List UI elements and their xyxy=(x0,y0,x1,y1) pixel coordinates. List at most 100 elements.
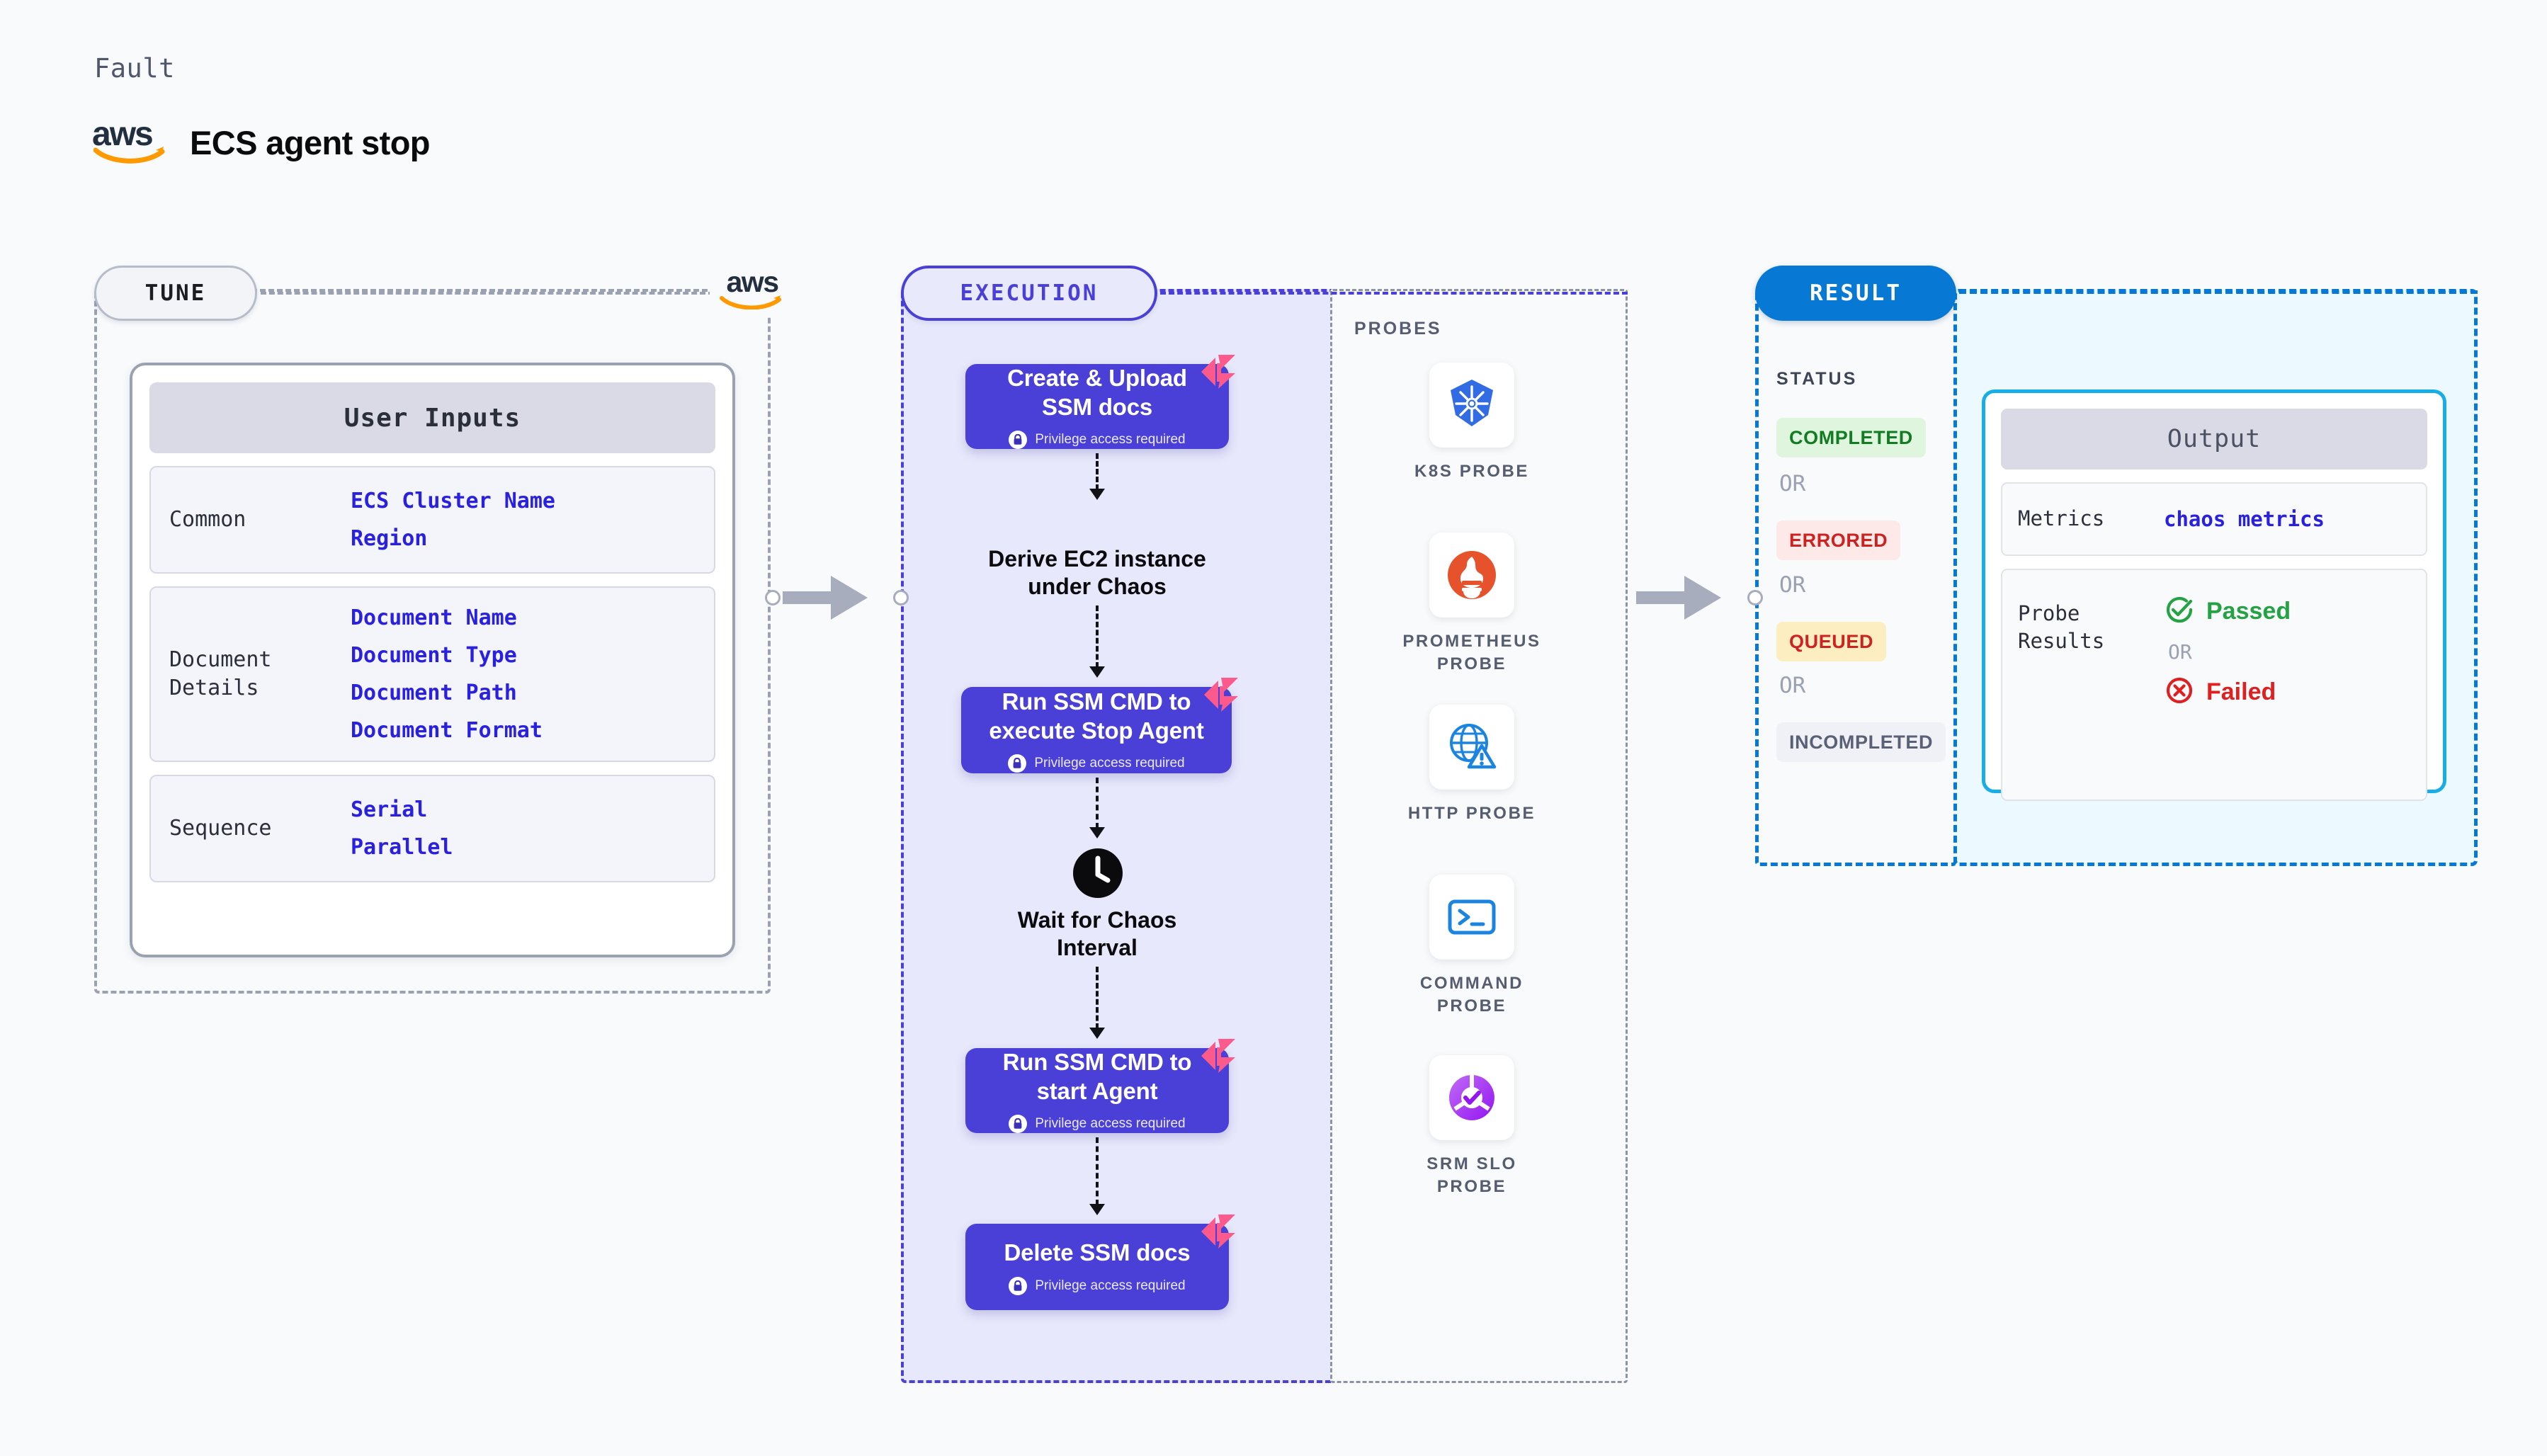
failed-text: Failed xyxy=(2206,678,2276,705)
tune-value[interactable]: ECS Cluster Name xyxy=(351,489,555,513)
arrow-execution-to-result xyxy=(1636,576,1724,620)
aws-mark-icon: aws xyxy=(710,262,795,317)
probe-item-k8s[interactable]: K8S PROBE xyxy=(1394,363,1550,483)
output-card: Output Metrics chaos metrics Probe Resul… xyxy=(1982,389,2446,801)
node-title-line: execute Stop Agent xyxy=(989,717,1204,744)
privilege-text: Privilege access required xyxy=(1035,431,1186,447)
execution-node-create-upload-ssm-docs[interactable]: Create & Upload SSM docs Privilege acces… xyxy=(965,355,1235,449)
probe-item-http[interactable]: HTTP PROBE xyxy=(1394,705,1550,825)
fault-title-row: aws ECS agent stop xyxy=(92,118,431,164)
output-title: Output xyxy=(2001,409,2427,470)
flow-connector xyxy=(1096,453,1099,490)
probe-result-failed: Failed xyxy=(2164,675,2291,710)
probe-name: SRM SLO PROBE xyxy=(1426,1153,1517,1199)
http-globe-icon xyxy=(1429,705,1514,790)
tune-value[interactable]: Parallel xyxy=(351,835,453,860)
probe-item-prometheus[interactable]: PROMETHEUS PROBE xyxy=(1394,533,1550,676)
probe-result-or-label: OR xyxy=(2168,640,2192,664)
node-title-line: start Agent xyxy=(1036,1077,1158,1104)
probe-name-line: COMMAND xyxy=(1419,974,1524,993)
tune-badge[interactable]: TUNE xyxy=(94,266,257,321)
flow-arrowhead-icon xyxy=(1089,1028,1105,1039)
probe-results-label-line: Probe xyxy=(2018,601,2080,625)
tune-value[interactable]: Document Type xyxy=(351,643,517,668)
probe-name-line: PROBE xyxy=(1436,996,1507,1016)
flow-arrowhead-icon xyxy=(1089,666,1105,678)
probe-name: K8S PROBE xyxy=(1414,460,1529,483)
tune-value[interactable]: Document Format xyxy=(351,718,543,743)
connector-dot xyxy=(893,590,909,605)
status-badge-queued[interactable]: QUEUED xyxy=(1776,622,1887,661)
output-group-metrics: Metrics chaos metrics xyxy=(2001,482,2427,556)
status-or-label: OR xyxy=(1779,673,1806,698)
tune-group-label: Common xyxy=(169,506,246,532)
status-or-label: OR xyxy=(1779,572,1806,598)
execution-badge[interactable]: EXECUTION xyxy=(901,266,1157,321)
probe-name-line: PROMETHEUS xyxy=(1402,632,1541,651)
tune-group-common: Common ECS Cluster Name Region xyxy=(149,466,715,574)
tune-value[interactable]: Document Path xyxy=(351,681,517,705)
result-badge[interactable]: RESULT xyxy=(1755,266,1956,321)
connector-dot xyxy=(765,590,781,605)
probe-results-label-line: Results xyxy=(2018,629,2105,654)
tune-value[interactable]: Region xyxy=(351,526,428,551)
output-group-probe-results: Probe Results Passed OR xyxy=(2001,569,2427,801)
harness-corner-icon xyxy=(1203,676,1241,717)
privilege-note: Privilege access required xyxy=(1009,1114,1186,1133)
x-circle-icon xyxy=(2164,675,2195,710)
tune-value[interactable]: Document Name xyxy=(351,605,517,630)
tune-value[interactable]: Serial xyxy=(351,797,428,822)
node-title: Create & Upload SSM docs xyxy=(992,364,1203,421)
status-badge-completed[interactable]: COMPLETED xyxy=(1776,418,1926,457)
execution-node-run-ssm-stop-agent[interactable]: Run SSM CMD to execute Stop Agent Privil… xyxy=(961,678,1238,773)
result-dashed-connector xyxy=(1959,290,2478,294)
probes-panel xyxy=(1330,289,1628,1383)
fault-kicker: Fault xyxy=(94,53,175,84)
probe-name: HTTP PROBE xyxy=(1408,802,1536,825)
tune-group-values: Document Name Document Type Document Pat… xyxy=(351,605,543,743)
tune-panel xyxy=(94,289,771,994)
probe-item-srm-slo[interactable]: SRM SLO PROBE xyxy=(1394,1055,1550,1199)
execution-node-run-ssm-start-agent[interactable]: Run SSM CMD to start Agent Privilege acc… xyxy=(965,1039,1235,1133)
privilege-note: Privilege access required xyxy=(1008,753,1185,773)
tune-group-values: Serial Parallel xyxy=(351,797,453,860)
node-title-line: Delete SSM docs xyxy=(1004,1239,1191,1266)
probe-results-values: Passed OR Failed xyxy=(2164,584,2291,710)
tune-group-label: Sequence xyxy=(169,815,272,841)
connector-dot xyxy=(1747,590,1763,605)
node-title: Run SSM CMD to start Agent xyxy=(987,1048,1208,1105)
kubernetes-icon xyxy=(1429,363,1514,448)
status-label: STATUS xyxy=(1776,369,1858,389)
user-inputs-title: User Inputs xyxy=(149,382,715,453)
harness-corner-icon xyxy=(1200,1213,1238,1253)
probe-name-line: K8S PROBE xyxy=(1414,462,1530,481)
srm-slo-icon xyxy=(1429,1055,1514,1140)
probe-name-line: SRM SLO xyxy=(1426,1154,1517,1173)
privilege-note: Privilege access required xyxy=(1009,1276,1186,1295)
probe-item-command[interactable]: COMMAND PROBE xyxy=(1394,875,1550,1018)
probes-label: PROBES xyxy=(1354,319,1442,339)
status-badge-incompleted[interactable]: INCOMPLETED xyxy=(1776,722,1946,762)
harness-corner-icon xyxy=(1200,1037,1238,1078)
node-title: Delete SSM docs xyxy=(989,1239,1206,1267)
harness-corner-icon xyxy=(1200,353,1238,394)
flow-arrowhead-icon xyxy=(1089,489,1105,500)
flow-text-line: under Chaos xyxy=(1028,574,1167,600)
execution-dashed-connector xyxy=(1160,292,1628,295)
lock-icon xyxy=(1009,1114,1028,1133)
node-title-line: Create & Upload xyxy=(1007,365,1187,392)
clock-icon xyxy=(1072,847,1124,903)
execution-node-delete-ssm-docs[interactable]: Delete SSM docs Privilege access require… xyxy=(965,1215,1235,1310)
status-badge-errored[interactable]: ERRORED xyxy=(1776,521,1901,560)
command-terminal-icon xyxy=(1429,875,1514,960)
aws-mark-swoosh-icon xyxy=(720,295,781,309)
tune-group-values: ECS Cluster Name Region xyxy=(351,489,555,551)
tune-dashed-connector xyxy=(261,292,714,295)
flow-arrowhead-icon xyxy=(1089,1204,1105,1215)
page-title: ECS agent stop xyxy=(190,123,431,161)
probe-result-passed: Passed xyxy=(2164,594,2291,629)
probe-results-label: Probe Results xyxy=(2018,584,2147,655)
tune-group-document-details: Document Details Document Name Document … xyxy=(149,586,715,762)
metrics-value[interactable]: chaos metrics xyxy=(2164,507,2325,531)
tune-group-sequence: Sequence Serial Parallel xyxy=(149,775,715,882)
